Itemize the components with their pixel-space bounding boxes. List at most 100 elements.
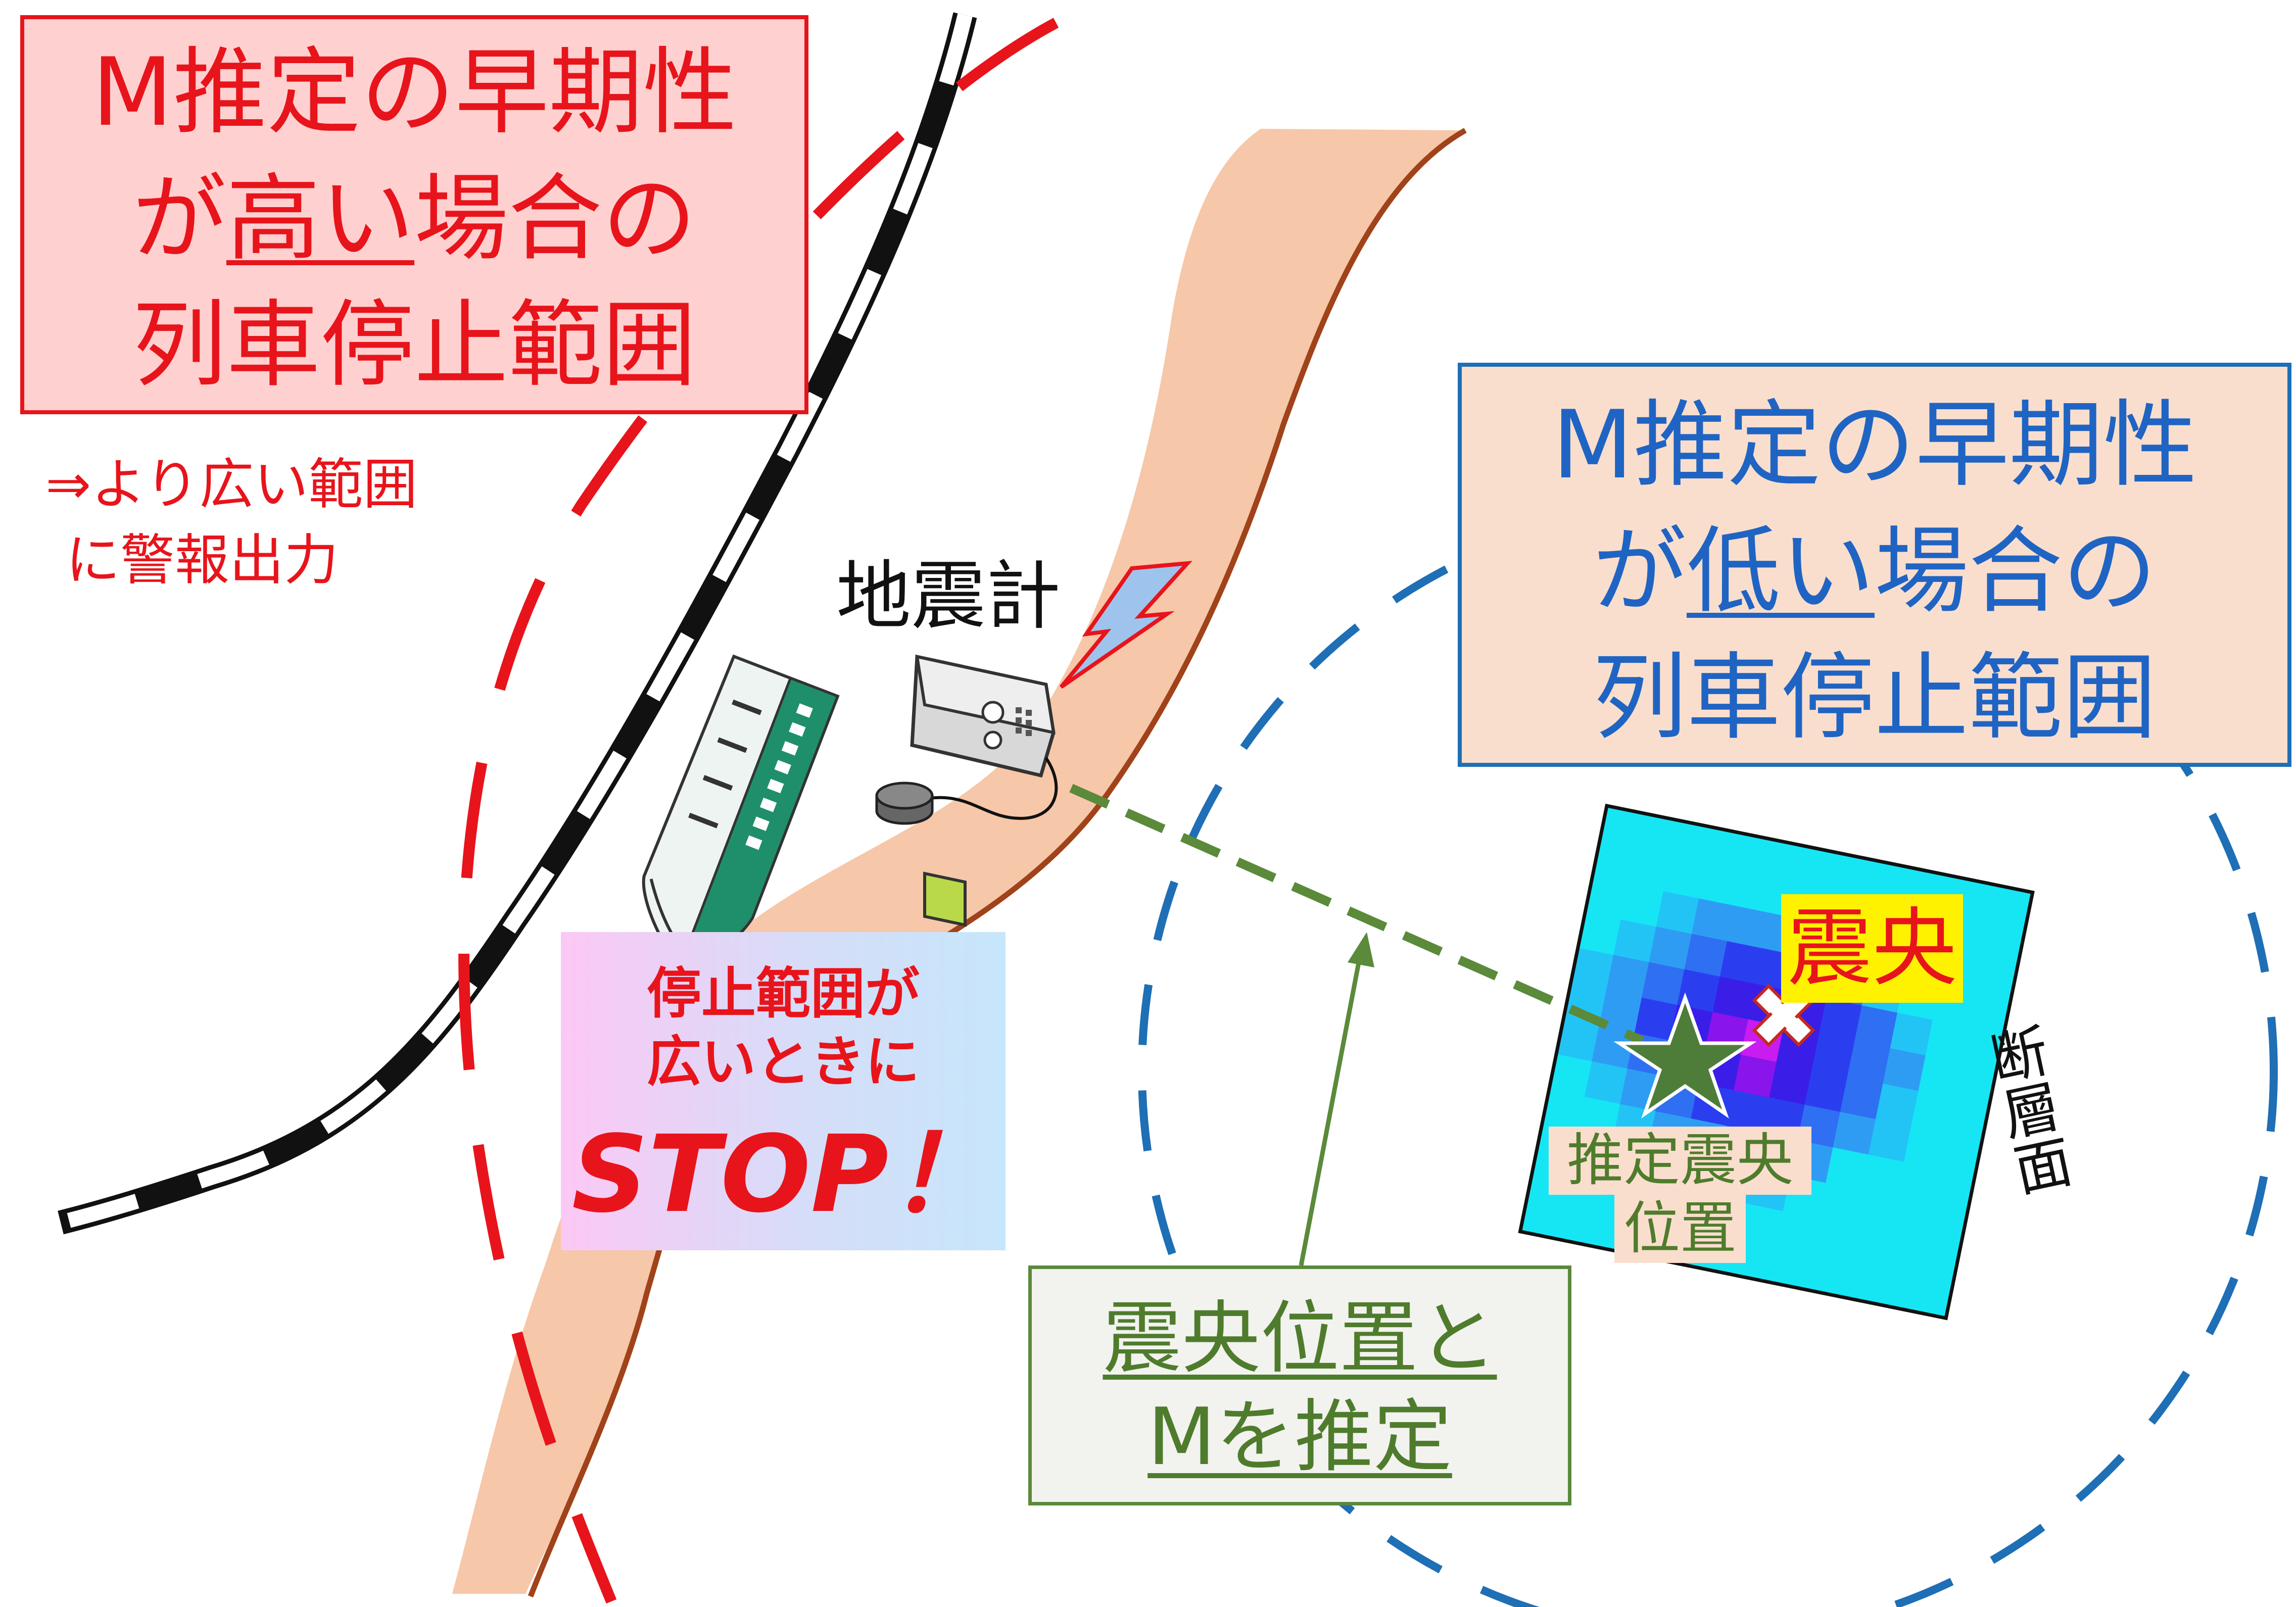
fault-cell: [1854, 1005, 1898, 1049]
fault-cell: [1925, 1019, 1969, 1063]
fault-cell: [1634, 997, 1678, 1041]
fault-cell: [1769, 1062, 1812, 1105]
fault-cell: [1968, 991, 2012, 1035]
fault-cell: [1670, 820, 1714, 864]
fault-cell: [1606, 955, 1650, 998]
fault-cell: [1804, 1069, 1848, 1113]
fault-cell: [1946, 1098, 1990, 1142]
green-box-line1: 震央位置と: [1103, 1292, 1497, 1384]
fault-cell: [1960, 1027, 2004, 1070]
estimation-dashed-line: [1069, 784, 1644, 1045]
fault-cell: [1613, 919, 1657, 963]
estimated-epicenter-label: 推定震央 位置: [1546, 1127, 1814, 1263]
fault-cell: [1733, 1054, 1777, 1098]
fault-cell: [1875, 1268, 1919, 1312]
fault-cell: [1734, 870, 1778, 914]
fault-cell: [1833, 1111, 1877, 1155]
stop-callout-box: 停止範囲が 広いときに STOP！: [561, 932, 1006, 1250]
fault-cell: [1549, 1054, 1593, 1098]
fault-cell: [1839, 1261, 1883, 1304]
fault-cell: [1649, 927, 1692, 970]
red-box-line3: 列車停止範囲: [132, 290, 696, 400]
fault-cell: [1910, 1275, 1954, 1319]
green-box-line2: Mを推定: [1147, 1391, 1452, 1483]
fault-cell: [1520, 1196, 1564, 1240]
fault-cell: [1954, 878, 1998, 921]
fault-cell: [1599, 990, 1642, 1034]
fault-cell: [1555, 1203, 1599, 1247]
fault-cell: [1570, 947, 1614, 991]
lightning-icon: [1059, 561, 1192, 689]
fault-cell: [1818, 1183, 1862, 1227]
fault-cell: [1599, 806, 1643, 849]
red-range-note: ⇒より広い範囲 に警報出力: [45, 447, 417, 599]
fault-cell: [1706, 827, 1749, 871]
fault-cell: [1691, 898, 1735, 942]
estimation-arrow-head: [1348, 932, 1374, 967]
fault-cell: [1840, 1076, 1884, 1120]
fault-cell: [1556, 1018, 1600, 1062]
fault-cell: [1918, 1240, 1961, 1284]
estimation-box: 震央位置と Mを推定: [1028, 1265, 1571, 1505]
fault-cell: [1628, 848, 1671, 892]
stop-box-line2: 広いときに: [646, 1031, 920, 1094]
stop-box-line1: 停止範囲が: [646, 962, 920, 1026]
fault-cell: [1726, 1090, 1770, 1134]
red-box-line2: が高い場合の: [132, 164, 697, 273]
fault-cell: [1641, 962, 1685, 1006]
fault-cell: [1740, 1204, 1784, 1247]
fault-cell: [1847, 1041, 1891, 1085]
est-label-line2: 位置: [1614, 1195, 1746, 1263]
stop-box-line3: STOP！: [571, 1112, 995, 1236]
fault-cell: [1890, 1012, 1934, 1056]
blue-box-line2: が低い場合の: [1592, 516, 2157, 626]
fault-cell: [1712, 977, 1756, 1020]
fault-cell: [1875, 1083, 1919, 1127]
fault-cell: [1585, 876, 1629, 920]
red-note-line1: ⇒より広い範囲: [45, 453, 418, 516]
fault-cell: [1811, 1218, 1855, 1262]
red-stop-range-dashed: [458, 18, 1059, 1604]
fault-cell: [1584, 1061, 1628, 1105]
fault-cell: [1812, 849, 1856, 893]
river-bank: [528, 128, 1467, 1597]
red-note-line2: に警報出力: [66, 529, 339, 592]
fault-cell: [1741, 835, 1785, 878]
fault-cell: [1819, 998, 1862, 1042]
fault-cell: [1811, 1034, 1855, 1077]
fault-cell: [1776, 1211, 1819, 1254]
fault-cell: [1768, 1246, 1812, 1290]
fault-cell: [1620, 884, 1664, 928]
fault-cell: [1975, 956, 2019, 1000]
fault-cell: [1882, 1233, 1926, 1276]
fault-cell: [1990, 885, 2033, 929]
epicenter-label: 震央: [1781, 894, 1963, 1003]
blue-box-emphasis: 低い: [1686, 516, 1875, 626]
fault-cell: [1846, 1225, 1890, 1269]
river: [452, 129, 1465, 1594]
est-label-line1: 推定震央: [1549, 1127, 1811, 1195]
fault-cell: [1848, 856, 1891, 900]
seismometer-label: 地震計: [836, 553, 1061, 640]
fault-cell: [1577, 912, 1621, 956]
red-box-line1: M推定の早期性: [91, 37, 737, 147]
fault-cell: [1982, 920, 2026, 964]
blue-box-line3: 列車停止範囲: [1592, 643, 2157, 752]
fault-cell: [1932, 1168, 1976, 1212]
fault-cell: [1939, 1133, 1983, 1177]
fault-cell: [1592, 841, 1636, 885]
fault-cell: [1883, 1048, 1926, 1092]
estimation-arrow: [1299, 959, 1362, 1266]
fault-cell: [1635, 813, 1679, 856]
fault-cell: [1853, 1190, 1897, 1234]
fault-cell: [1777, 842, 1821, 886]
fault-cell: [1953, 1062, 1997, 1106]
fault-cell: [1918, 1055, 1962, 1099]
fault-cell: [1698, 863, 1742, 906]
fault-cell: [1911, 1091, 1954, 1134]
fault-cell: [1684, 934, 1728, 978]
fault-cell: [1925, 1204, 1969, 1248]
train-icon: [642, 654, 840, 962]
fault-cell: [1727, 905, 1771, 949]
